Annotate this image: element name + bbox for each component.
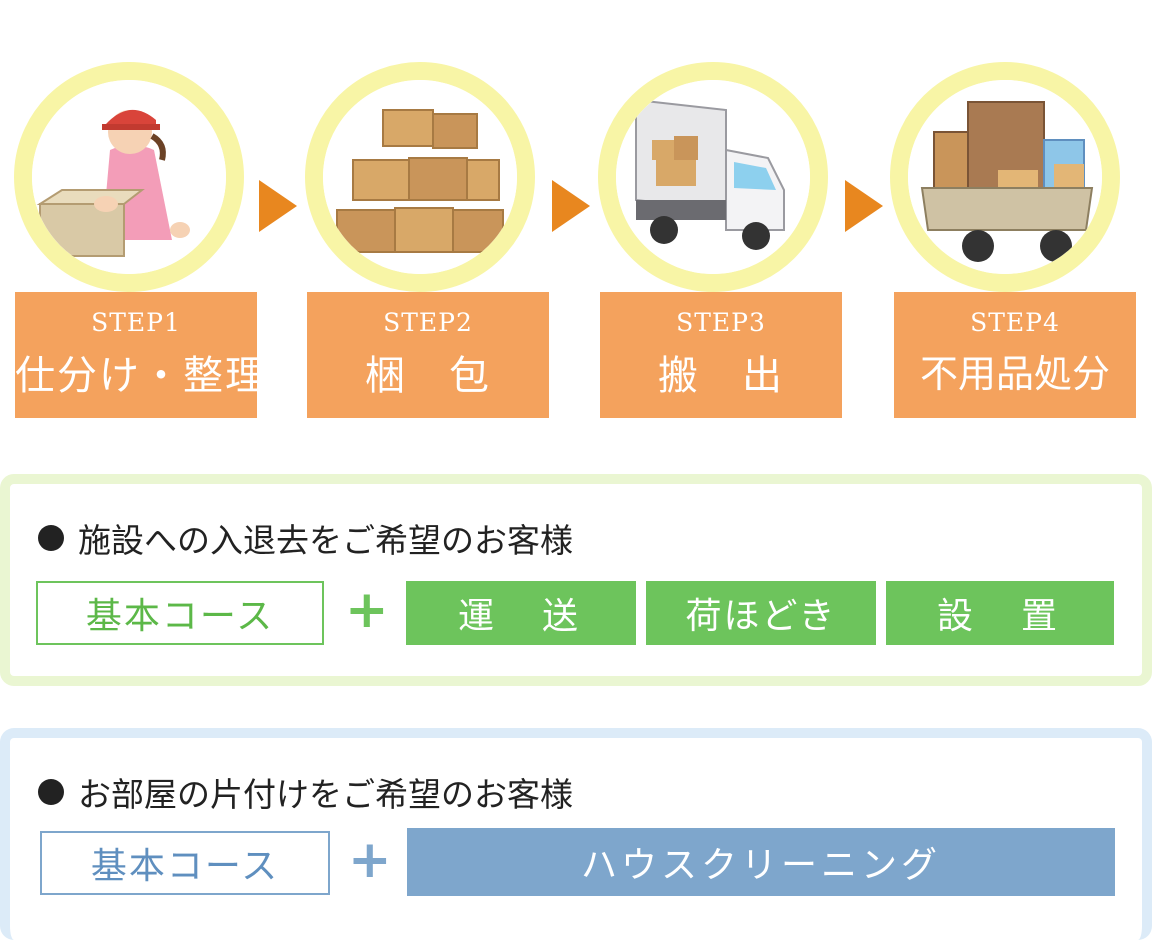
step2-label: STEP2 <box>383 308 473 337</box>
step4-label: STEP4 <box>970 308 1060 337</box>
step3-box: STEP3 搬 出 <box>600 292 842 418</box>
facility-option-installation: 設 置 <box>886 581 1114 645</box>
arrow-icon <box>259 180 297 232</box>
worker-packing-box-icon <box>32 80 226 274</box>
step3-illustration <box>598 62 828 292</box>
step1-label: STEP1 <box>91 308 181 337</box>
step1-name: 仕分け・整理 <box>15 353 267 399</box>
bullet-icon <box>38 525 64 551</box>
room-plan-panel: お部屋の片付けをご希望のお客様 基本コース + ハウスクリーニング <box>0 728 1152 940</box>
step4-name: 不用品処分 <box>919 352 1110 396</box>
step3-name: 搬 出 <box>658 353 784 399</box>
facility-option-unpacking: 荷ほどき <box>646 581 876 645</box>
arrow-icon <box>845 180 883 232</box>
loaded-truck-icon <box>908 80 1102 274</box>
step4-illustration <box>890 62 1120 292</box>
room-option-house-cleaning: ハウスクリーニング <box>407 828 1115 896</box>
plus-icon: + <box>348 830 392 890</box>
steps-flow: STEP1 仕分け・整理 STEP2 梱 包 STEP3 搬 出 STEP4 不… <box>0 0 1152 430</box>
step2-box: STEP2 梱 包 <box>307 292 549 418</box>
facility-plan-panel: 施設への入退去をご希望のお客様 基本コース + 運 送 荷ほどき 設 置 <box>0 474 1152 686</box>
facility-plan-title: 施設への入退去をご希望のお客様 <box>38 514 573 562</box>
stacked-boxes-icon <box>323 80 517 274</box>
step4-box: STEP4 不用品処分 <box>894 292 1136 418</box>
facility-basic-course: 基本コース <box>36 581 324 645</box>
step2-illustration <box>305 62 535 292</box>
moving-truck-icon <box>616 80 810 274</box>
step1-illustration <box>14 62 244 292</box>
bullet-icon <box>38 779 64 805</box>
room-plan-title: お部屋の片付けをご希望のお客様 <box>38 768 573 816</box>
step1-box: STEP1 仕分け・整理 <box>15 292 267 418</box>
plus-icon: + <box>345 580 389 640</box>
step3-label: STEP3 <box>676 308 766 337</box>
room-plan-title-text: お部屋の片付けをご希望のお客様 <box>78 775 573 814</box>
arrow-icon <box>552 180 590 232</box>
step2-name: 梱 包 <box>365 353 491 399</box>
room-basic-course: 基本コース <box>40 831 330 895</box>
facility-plan-title-text: 施設への入退去をご希望のお客様 <box>78 521 573 560</box>
facility-option-transport: 運 送 <box>406 581 636 645</box>
